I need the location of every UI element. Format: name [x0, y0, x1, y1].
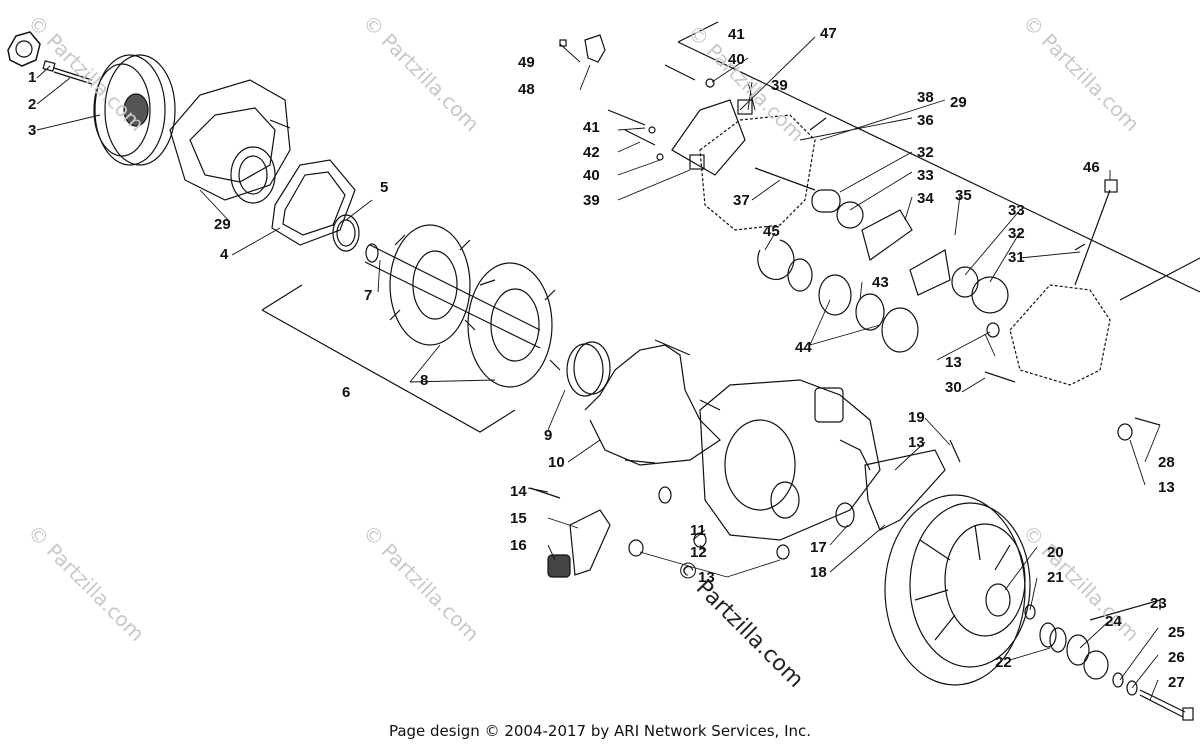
callout-40-top[interactable]: 40 — [728, 51, 745, 68]
callout-5[interactable]: 5 — [380, 179, 389, 196]
callout-15[interactable]: 15 — [510, 510, 527, 527]
callout-18[interactable]: 18 — [810, 564, 827, 581]
parts-43-45-bearings-seals — [757, 239, 919, 353]
callout-14[interactable]: 14 — [510, 483, 527, 500]
callout-33-left[interactable]: 33 — [917, 167, 934, 184]
callout-27[interactable]: 27 — [1168, 674, 1185, 691]
callout-40-left[interactable]: 40 — [583, 167, 600, 184]
callout-9[interactable]: 9 — [544, 427, 553, 444]
callout-48[interactable]: 48 — [518, 81, 535, 98]
part-3-drive-sheave — [93, 54, 176, 166]
part-29-chaincase-housing — [671, 99, 816, 231]
callout-25[interactable]: 25 — [1168, 624, 1185, 641]
callout-28[interactable]: 28 — [1158, 454, 1175, 471]
callout-26[interactable]: 26 — [1168, 649, 1185, 666]
part-2-bolt — [42, 60, 93, 85]
part-46-chain-tensioner — [1009, 179, 1118, 386]
callout-16[interactable]: 16 — [510, 537, 527, 554]
part-9-bearing — [566, 341, 611, 397]
callout-37[interactable]: 37 — [733, 192, 750, 209]
callout-42[interactable]: 42 — [583, 144, 600, 161]
callout-30[interactable]: 30 — [945, 379, 962, 396]
part-37-pin — [754, 167, 816, 191]
callout-32-right[interactable]: 32 — [1008, 225, 1025, 242]
part-17-seal — [835, 502, 855, 528]
callout-47[interactable]: 47 — [820, 25, 837, 42]
callout-35[interactable]: 35 — [955, 187, 972, 204]
part-18-plate — [864, 449, 946, 531]
footer-copyright: Page design © 2004-2017 by ARI Network S… — [388, 722, 812, 740]
callout-2[interactable]: 2 — [28, 96, 37, 113]
parts-38-42-hardware — [607, 64, 827, 170]
part-7-shaft — [364, 243, 541, 349]
part-29-drive-housing — [169, 79, 291, 204]
parts-30-31-hardware — [984, 243, 1161, 441]
callout-43[interactable]: 43 — [872, 274, 889, 291]
callout-8[interactable]: 8 — [420, 372, 429, 389]
callout-1[interactable]: 1 — [28, 69, 37, 86]
callout-19[interactable]: 19 — [908, 409, 925, 426]
driven-clutch-assembly — [884, 494, 1031, 686]
callout-39-top[interactable]: 39 — [771, 77, 788, 94]
callout-32-left[interactable]: 32 — [917, 144, 934, 161]
callout-29-left[interactable]: 29 — [214, 216, 231, 233]
callout-36[interactable]: 36 — [917, 112, 934, 129]
callout-23[interactable]: 23 — [1150, 595, 1167, 612]
group-bracket-23 — [1089, 599, 1161, 621]
callout-39-left[interactable]: 39 — [583, 192, 600, 209]
callout-7[interactable]: 7 — [364, 287, 373, 304]
callout-13-bottom[interactable]: 13 — [698, 569, 715, 586]
callout-45[interactable]: 45 — [763, 223, 780, 240]
group-bracket-29 — [677, 21, 1200, 301]
callout-3[interactable]: 3 — [28, 122, 37, 139]
part-10-wire — [584, 339, 721, 466]
callout-41-top[interactable]: 41 — [728, 26, 745, 43]
callout-44[interactable]: 44 — [795, 339, 812, 356]
callout-33-right[interactable]: 33 — [1008, 202, 1025, 219]
callout-46[interactable]: 46 — [1083, 159, 1100, 176]
part-5-seal — [332, 214, 360, 252]
callout-10[interactable]: 10 — [548, 454, 565, 471]
callout-13-middle[interactable]: 13 — [908, 434, 925, 451]
group-bracket-6 — [261, 284, 516, 433]
callout-41-left[interactable]: 41 — [583, 119, 600, 136]
callout-22[interactable]: 22 — [995, 654, 1012, 671]
callout-49[interactable]: 49 — [518, 54, 535, 71]
part-8-sprockets — [389, 224, 561, 388]
callout-12[interactable]: 12 — [690, 544, 707, 561]
part-34-pad — [861, 209, 913, 261]
parts-32-33-bearings — [811, 189, 1009, 314]
callout-4[interactable]: 4 — [220, 246, 229, 263]
callout-13-upper[interactable]: 13 — [945, 354, 962, 371]
callout-34[interactable]: 34 — [917, 190, 934, 207]
callout-21[interactable]: 21 — [1047, 569, 1064, 586]
parts-14-16-bracket — [529, 487, 644, 578]
gearcase-assembly — [699, 379, 881, 541]
callout-31[interactable]: 31 — [1008, 249, 1025, 266]
part-19-pin — [949, 439, 961, 463]
leader-lines — [36, 36, 1161, 701]
parts-47-49-sensor — [559, 34, 606, 63]
part-1-nut — [7, 31, 41, 67]
part-4-gasket — [271, 159, 356, 246]
parts-11-12-13-hardware — [658, 486, 790, 560]
callout-17[interactable]: 17 — [810, 539, 827, 556]
callout-13-right[interactable]: 13 — [1158, 479, 1175, 496]
callout-11[interactable]: 11 — [690, 522, 706, 539]
part-35-clip — [909, 249, 951, 296]
callout-24[interactable]: 24 — [1105, 613, 1122, 630]
callout-29-right[interactable]: 29 — [950, 94, 967, 111]
callout-20[interactable]: 20 — [1047, 544, 1064, 561]
callout-6[interactable]: 6 — [342, 384, 351, 401]
callout-38[interactable]: 38 — [917, 89, 934, 106]
parts-20-27-hardware — [1024, 604, 1194, 721]
